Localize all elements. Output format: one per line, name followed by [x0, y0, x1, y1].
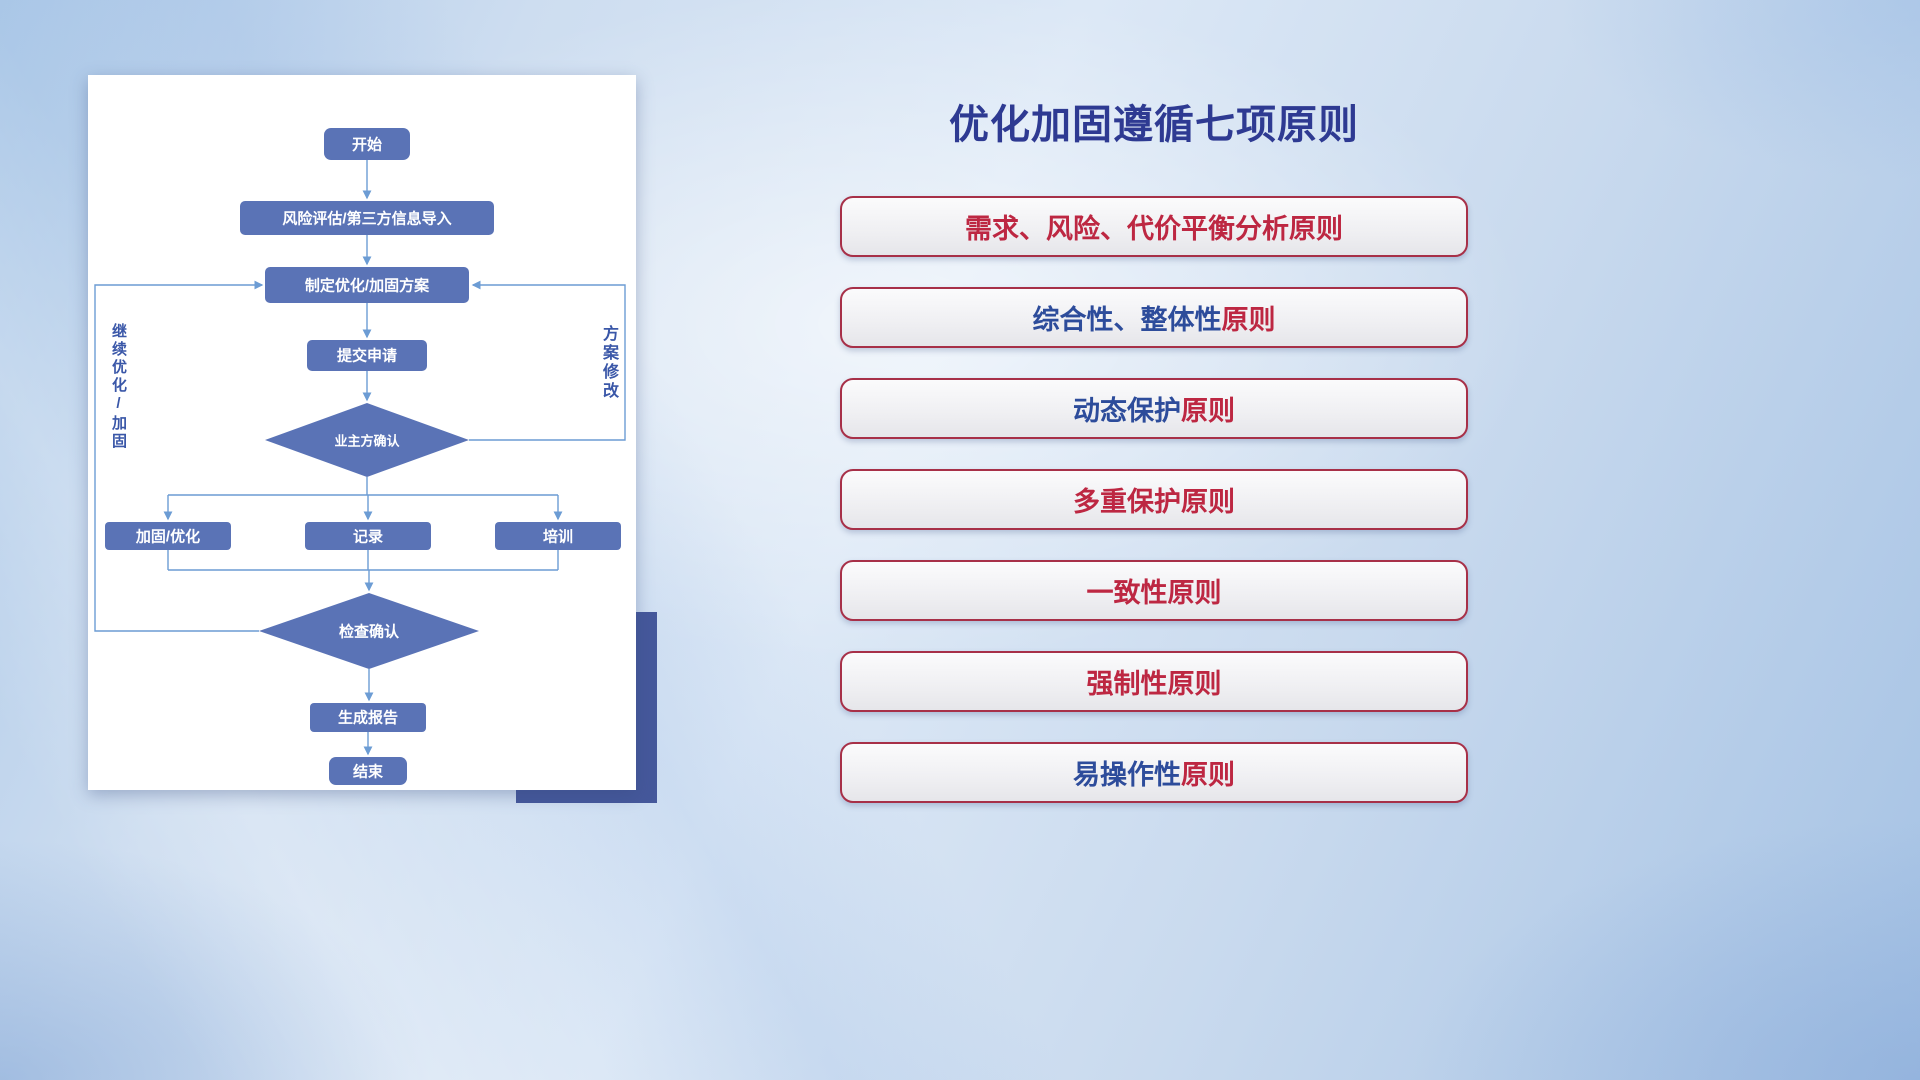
flow-node-end [329, 757, 407, 785]
flow-node-report-label: 生成报告 [338, 709, 398, 727]
flow-node-submit [307, 340, 427, 371]
loop-label-continue-optimize: 继续优化/加固 [110, 323, 127, 451]
principle-text: 综合性、整体性 [1032, 305, 1222, 335]
principle-item-4: 多重保护原则 [840, 469, 1468, 530]
connector-continue-loop [94, 280, 264, 632]
principle-text: 原则 [1181, 760, 1235, 790]
flow-node-risk-assessment [240, 201, 494, 235]
flow-node-make-plan-label: 制定优化/加固方案 [305, 277, 430, 295]
principle-text: 易操作性 [1073, 760, 1181, 790]
flow-node-report [310, 703, 426, 732]
principles-list: 需求、风险、代价平衡分析原则综合性、整体性原则动态保护原则多重保护原则一致性原则… [840, 196, 1468, 803]
principle-text: 强制性原则 [1086, 669, 1222, 699]
flow-node-harden [105, 522, 231, 550]
flow-node-record [305, 522, 431, 550]
principle-text: 多重保护原则 [1073, 487, 1235, 517]
principle-item-2: 综合性、整体性原则 [840, 287, 1468, 348]
flow-node-training-label: 培训 [543, 528, 573, 546]
connector-revise-loop [469, 280, 626, 441]
flow-decision-check-confirm [259, 593, 479, 669]
flow-nodes: 开始 风险评估/第三方信息导入 制定优化/加固方案 提交申请 业主方确认 加固/… [105, 128, 621, 785]
loop-label-plan-revision: 方案修改 [600, 325, 617, 401]
flow-node-start-label: 开始 [352, 136, 382, 154]
flow-node-make-plan [265, 267, 469, 303]
page-title: 优化加固遵循七项原则 [949, 103, 1359, 147]
principle-item-3: 动态保护原则 [840, 378, 1468, 439]
flow-connectors [94, 160, 626, 756]
flow-node-submit-label: 提交申请 [337, 347, 397, 365]
flowchart-card: 开始 风险评估/第三方信息导入 制定优化/加固方案 提交申请 业主方确认 加固/… [88, 75, 636, 790]
flow-node-training [495, 522, 621, 550]
flow-node-harden-label: 加固/优化 [135, 528, 200, 546]
principle-item-6: 强制性原则 [840, 651, 1468, 712]
flow-node-record-label: 记录 [353, 529, 383, 546]
principle-text: 动态保护 [1073, 396, 1181, 426]
principles-panel: 优化加固遵循七项原则 需求、风险、代价平衡分析原则综合性、整体性原则动态保护原则… [840, 0, 1468, 1080]
principle-item-5: 一致性原则 [840, 560, 1468, 621]
principle-text: 原则 [1181, 396, 1235, 426]
flow-node-risk-assessment-label: 风险评估/第三方信息导入 [282, 210, 451, 228]
principle-text: 需求、风险、代价平衡分析原则 [965, 214, 1343, 244]
flow-node-end-label: 结束 [353, 763, 384, 781]
principle-text: 原则 [1221, 305, 1276, 335]
principle-item-7: 易操作性原则 [840, 742, 1468, 803]
flowchart: 开始 风险评估/第三方信息导入 制定优化/加固方案 提交申请 业主方确认 加固/… [94, 128, 626, 785]
flow-decision-owner-confirm-label: 业主方确认 [334, 434, 400, 449]
flow-node-start [324, 128, 410, 160]
principle-text: 一致性原则 [1086, 578, 1222, 608]
flow-decision-check-confirm-label: 检查确认 [339, 623, 400, 641]
flow-decision-owner-confirm [265, 403, 469, 477]
principle-item-1: 需求、风险、代价平衡分析原则 [840, 196, 1468, 257]
